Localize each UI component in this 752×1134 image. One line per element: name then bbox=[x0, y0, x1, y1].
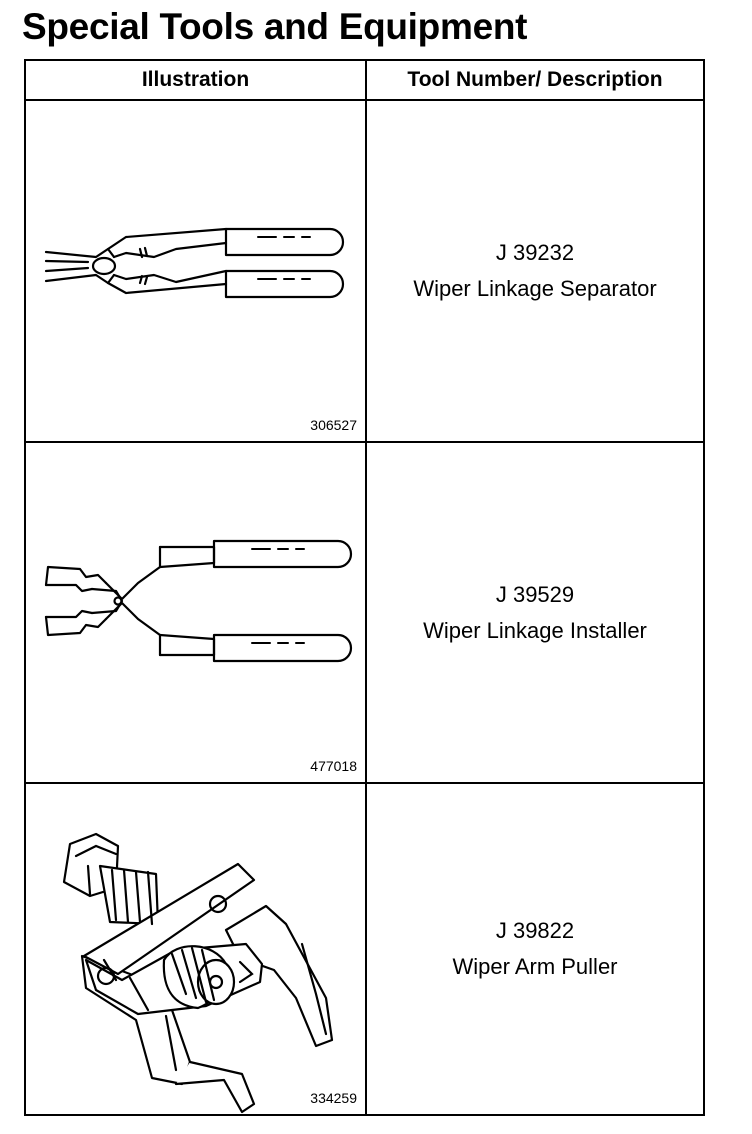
figure-number: 334259 bbox=[310, 1090, 357, 1106]
illustration-cell: 477018 bbox=[26, 443, 365, 782]
illustration-cell: 306527 bbox=[26, 101, 365, 441]
tool-number: J 39529 bbox=[495, 581, 575, 607]
description-cell: J 39822 Wiper Arm Puller bbox=[367, 784, 703, 1114]
table-row: 306527 J 39232 Wiper Linkage Separator bbox=[26, 101, 703, 441]
illustration-cell: 334259 bbox=[26, 784, 365, 1114]
row-divider bbox=[26, 782, 703, 784]
tool-description: Wiper Arm Puller bbox=[452, 954, 618, 979]
page-title: Special Tools and Equipment bbox=[22, 6, 528, 47]
table-row: 477018 J 39529 Wiper Linkage Installer bbox=[26, 443, 703, 782]
description-cell: J 39232 Wiper Linkage Separator bbox=[367, 101, 703, 441]
header-divider bbox=[26, 99, 703, 101]
column-divider bbox=[365, 61, 367, 1114]
tool-number: J 39232 bbox=[495, 240, 575, 265]
table-row: 334259 J 39822 Wiper Arm Puller bbox=[26, 784, 703, 1114]
figure-number: 477018 bbox=[310, 758, 357, 774]
tool-number: J 39822 bbox=[495, 918, 575, 943]
tool-description: Wiper Linkage Installer bbox=[423, 617, 647, 643]
pliers-installer-icon bbox=[44, 539, 353, 663]
figure-number: 306527 bbox=[310, 417, 357, 433]
tools-table: Illustration Tool Number/ Description bbox=[24, 59, 705, 1116]
header-tool-description: Tool Number/ Description bbox=[407, 68, 663, 91]
pliers-separator-icon bbox=[44, 227, 345, 299]
description-cell: J 39529 Wiper Linkage Installer bbox=[367, 443, 703, 782]
row-divider bbox=[26, 441, 703, 443]
arm-puller-icon bbox=[62, 832, 334, 1114]
header-illustration: Illustration bbox=[141, 68, 250, 91]
tool-description: Wiper Linkage Separator bbox=[413, 276, 657, 301]
